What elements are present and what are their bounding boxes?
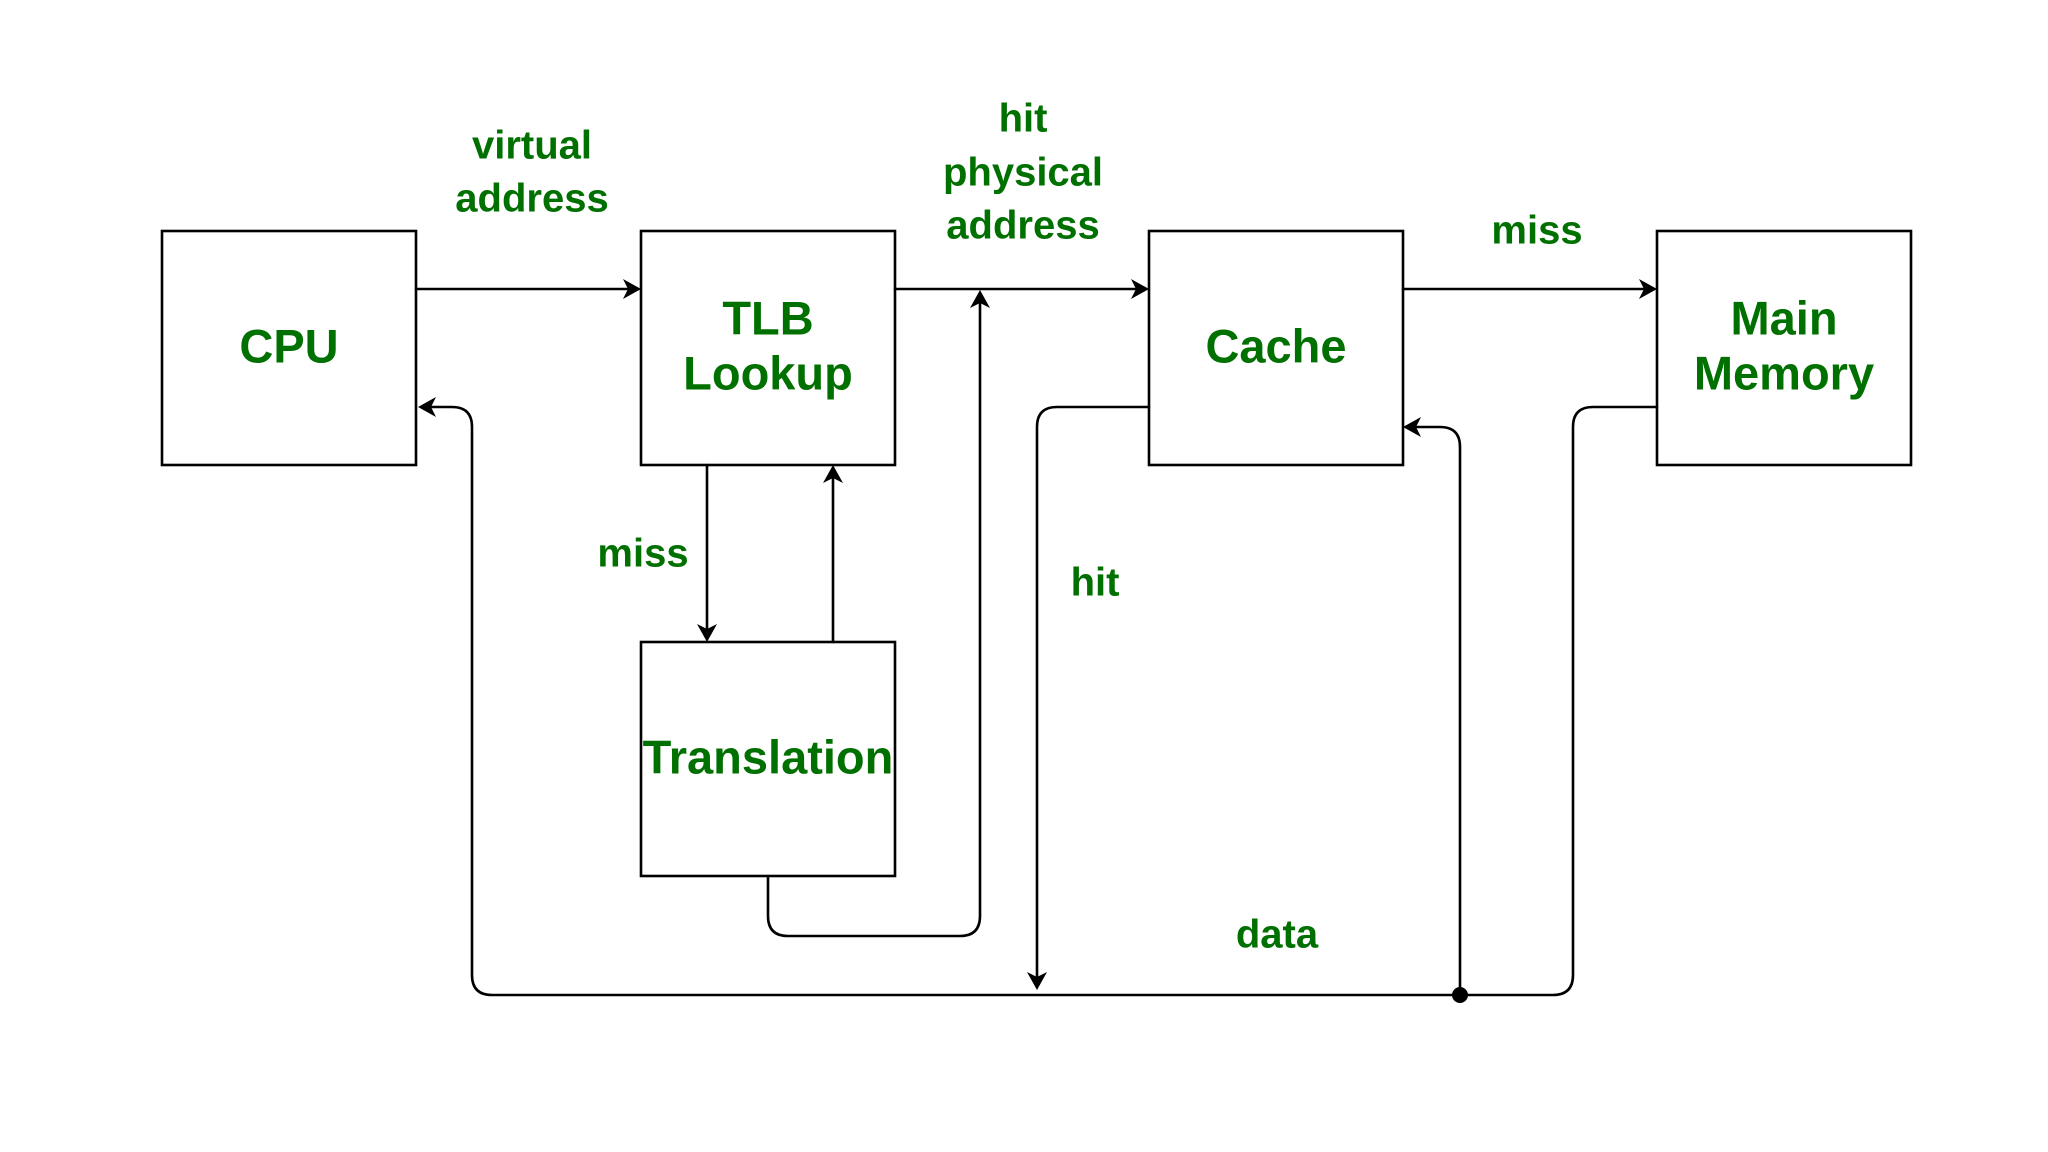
translation-node: Translation [639, 640, 897, 878]
translation-label: Translation [643, 730, 894, 783]
arrowhead-left-icon [418, 397, 436, 417]
arrowhead-down-icon [1027, 972, 1047, 990]
label-virtual-address-line1: virtual [472, 124, 592, 168]
main-memory-label-line1: Main [1730, 291, 1837, 344]
main-memory-node: Main Memory [1655, 229, 1913, 467]
cpu-box [160, 229, 418, 467]
main-memory-box [1655, 229, 1913, 467]
label-hit-physical-address-line3: address [946, 204, 1099, 248]
tlb-lookup-label-line2: Lookup [683, 346, 853, 399]
label-hit-physical-address-line1: hit [999, 97, 1048, 141]
tlb-lookup-label-line1: TLB [722, 291, 813, 344]
edge-tlb-to-translation [697, 463, 717, 642]
cache-label: Cache [1205, 319, 1346, 372]
arrowhead-up-icon [823, 465, 843, 483]
edge-translation-to-tlb [823, 465, 843, 644]
arrowhead-right-icon [1639, 279, 1657, 299]
tlb-lookup-node: TLB Lookup [639, 229, 897, 467]
label-cache-hit: hit [1071, 561, 1120, 605]
label-hit-physical-address-line2: physical [943, 151, 1103, 195]
arrowhead-down-icon [697, 624, 717, 642]
edge-cache-to-memory [1401, 279, 1657, 299]
tlb-lookup-box [639, 229, 897, 467]
arrowhead-right-icon [1131, 279, 1149, 299]
cpu-node: CPU [160, 229, 418, 467]
edge-cpu-to-tlb [414, 279, 641, 299]
junction-dot-icon [1452, 987, 1468, 1003]
cpu-label: CPU [239, 319, 338, 372]
edge-translation-to-address-line [766, 290, 990, 938]
edge-data-bus-to-cache [1403, 417, 1468, 1003]
cache-node: Cache [1147, 229, 1405, 467]
cache-box [1147, 229, 1405, 467]
edge-tlb-to-cache [893, 279, 1149, 299]
label-tlb-miss: miss [597, 532, 688, 576]
label-data: data [1236, 913, 1319, 957]
arrowhead-up-icon [970, 290, 990, 308]
main-memory-label-line2: Memory [1694, 346, 1874, 399]
label-virtual-address-line2: address [455, 177, 608, 221]
edge-cache-hit-to-bus [1027, 405, 1151, 990]
label-cache-miss: miss [1491, 209, 1582, 253]
translation-box [639, 640, 897, 878]
edge-data-bus-to-cpu [418, 397, 1659, 997]
arrowhead-right-icon [623, 279, 641, 299]
arrowhead-left-icon [1403, 417, 1421, 437]
